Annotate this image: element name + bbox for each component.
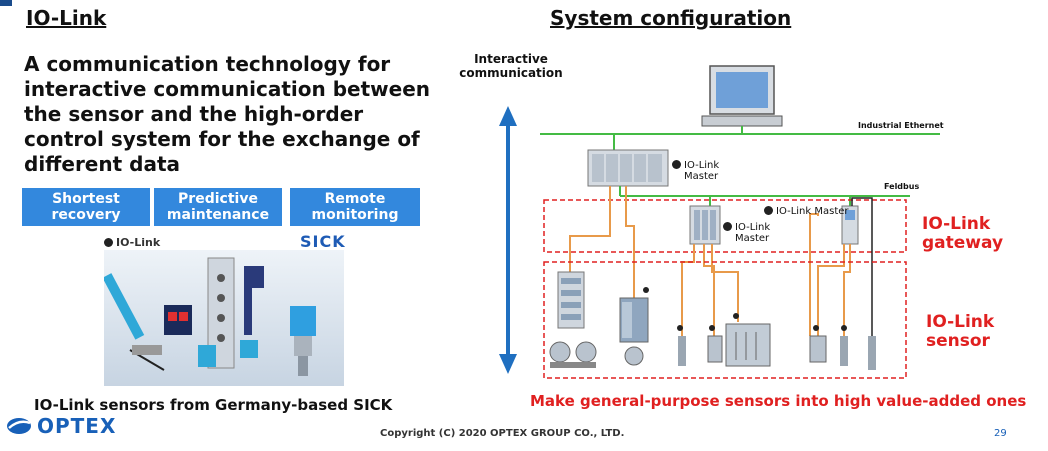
master-label-3: IO-Link Master [764,206,849,217]
gateway-box [543,199,907,253]
optex-logo-text: OPTEX [37,414,117,438]
iolink-heading: IO-Link [26,6,107,30]
sensor-devices [678,323,876,370]
iolink-description: A communication technology for interacti… [24,52,431,176]
plc-master-2 [689,205,721,245]
master-label-2: IO-Link Master [723,222,783,244]
iolink-icon [764,206,773,215]
sensors-caption: IO-Link sensors from Germany-based SICK [34,396,393,414]
iolink-icon [672,160,681,169]
iolink-icon [723,222,732,231]
motor-icons [549,341,597,368]
iolink-mark: IO-Link [104,236,160,249]
sick-sensors-photo [104,250,344,386]
feldbus-label: Feldbus [884,182,920,191]
master-label-1: IO-Link Master [672,160,732,182]
copyright-notice: Copyright (C) 2020 OPTEX GROUP CO., LTD. [380,428,625,439]
io-module-block [557,271,585,329]
page-number: 29 [994,428,1007,439]
tagline: Make general-purpose sensors into high v… [530,392,1027,410]
optex-logo: OPTEX [6,414,116,438]
sensor-box [543,261,907,379]
drive-units [619,297,649,366]
computer-icon [701,65,783,134]
iolink-mark-text: IO-Link [116,236,161,249]
interactive-communication-label: Interactive communication [459,52,563,80]
sensor-label: IO-Link sensor [926,312,995,351]
feature-box-maintenance: Predictive maintenance [154,188,282,226]
industrial-ethernet-label: Industrial Ethernet [858,121,944,130]
gateway-label: IO-Link gateway [922,214,1004,253]
system-config-heading: System configuration [550,6,792,30]
feature-box-monitoring: Remote monitoring [290,188,420,226]
sick-logo: SICK [300,232,346,251]
interactive-arrow [499,106,517,374]
feature-box-recovery: Shortest recovery [22,188,150,226]
master-label-3-text: IO-Link Master [776,206,849,217]
optex-swoosh-icon [7,418,31,434]
master-label-2-text: IO-Link Master [735,222,771,244]
plc-master-1 [587,149,669,187]
iolink-icon [104,238,113,247]
master-label-1-text: IO-Link Master [684,160,720,182]
system-configuration-diagram [499,65,940,379]
title-strip [0,0,12,6]
